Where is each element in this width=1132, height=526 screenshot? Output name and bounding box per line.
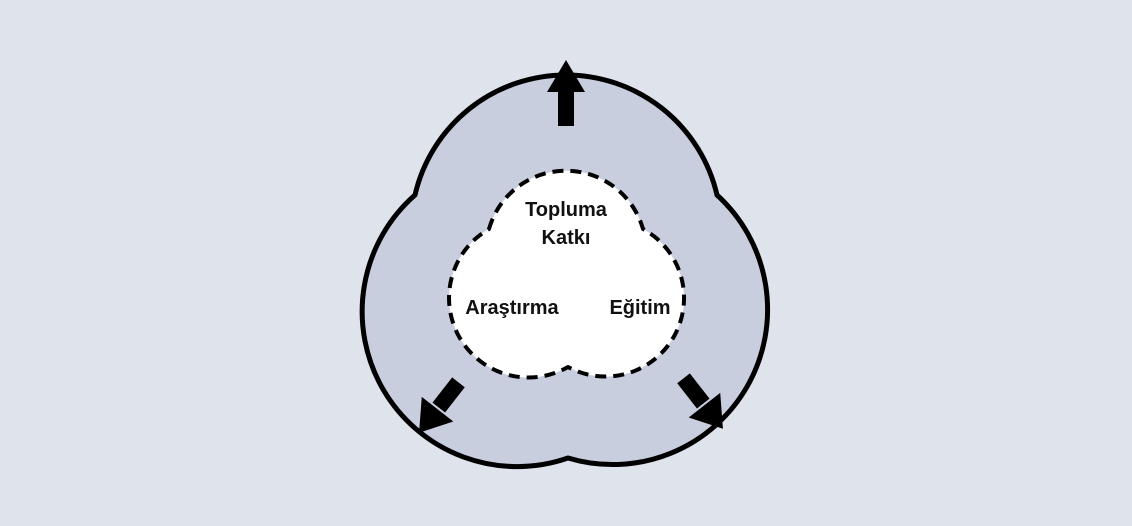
label-arastirma: Araştırma bbox=[465, 297, 559, 319]
label-egitim: Eğitim bbox=[609, 297, 670, 319]
label-topluma: Topluma bbox=[525, 199, 608, 221]
arrow-down-left-icon bbox=[419, 377, 465, 433]
inner-dashed-trefoil-shape bbox=[447, 168, 686, 380]
arrow-up-icon bbox=[547, 60, 585, 126]
arrow-down-right-icon bbox=[677, 373, 723, 429]
label-katki: Katkı bbox=[542, 227, 591, 249]
